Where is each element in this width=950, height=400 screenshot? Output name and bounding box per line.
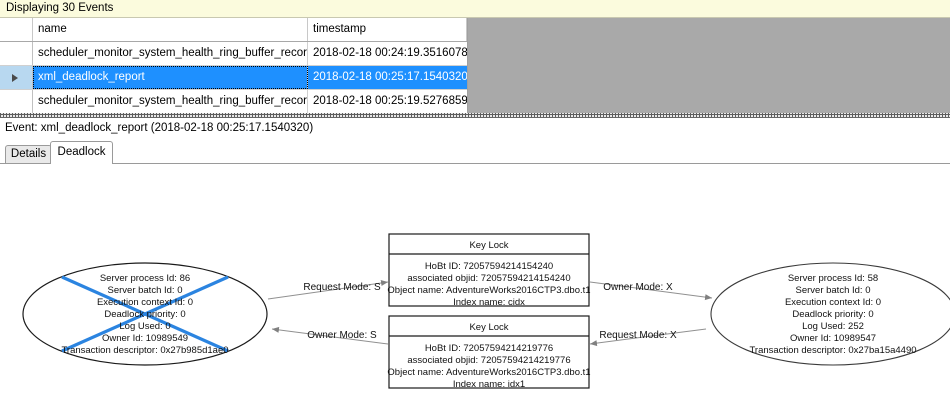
process-right-line-1: Server process Id: 58 xyxy=(788,273,878,284)
process-node-right[interactable]: Server process Id: 58 Server batch Id: 0… xyxy=(710,262,950,366)
top-key-lock-line-1: HoBt ID: 72057594214154240 xyxy=(425,261,553,272)
process-left-line-4: Deadlock priority: 0 xyxy=(104,309,185,320)
process-right-line-6: Owner Id: 10989547 xyxy=(790,333,876,344)
cell-name[interactable]: scheduler_monitor_system_health_ring_buf… xyxy=(33,42,308,65)
horizontal-splitter[interactable] xyxy=(0,113,950,118)
edge-label-owner-mode-x: Owner Mode: X xyxy=(603,282,673,293)
edge-label-owner-mode-s: Owner Mode: S xyxy=(307,330,377,341)
process-left-line-7: Transaction descriptor: 0x27b985d1ae0 xyxy=(61,345,228,356)
victim-cross-icon xyxy=(61,275,229,353)
table-row[interactable]: scheduler_monitor_system_health_ring_buf… xyxy=(0,90,467,114)
process-right-line-2: Server batch Id: 0 xyxy=(796,285,871,296)
row-selector[interactable] xyxy=(0,90,33,113)
bottom-key-lock-line-4: Index name: idx1 xyxy=(453,379,525,390)
process-right-line-7: Transaction descriptor: 0x27ba15a4490 xyxy=(749,345,916,356)
process-left-line-3: Execution context Id: 0 xyxy=(97,297,193,308)
events-grid[interactable]: name timestamp scheduler_monitor_system_… xyxy=(0,18,468,114)
cell-timestamp[interactable]: 2018-02-18 00:25:19.5276859 xyxy=(308,90,467,113)
grid-header-row: name timestamp xyxy=(0,18,467,42)
edge-right-owner-top xyxy=(589,281,713,301)
splitter-grip xyxy=(0,113,950,118)
process-left-line-1: Server process Id: 86 xyxy=(100,273,190,284)
edge-bottom-request-right xyxy=(589,328,707,347)
grid-header-rowselector xyxy=(0,18,33,41)
process-right-line-4: Deadlock priority: 0 xyxy=(792,309,873,320)
bottom-key-lock-line-2: associated objid: 72057594214219776 xyxy=(407,355,570,366)
resource-node-top-key-lock[interactable]: Key Lock HoBt ID: 72057594214154240 asso… xyxy=(387,233,591,308)
event-detail-header: Event: xml_deadlock_report (2018-02-18 0… xyxy=(0,119,950,139)
bottom-key-lock-line-3: Object name: AdventureWorks2016CTP3.dbo.… xyxy=(387,367,590,378)
edge-label-request-mode-x: Request Mode: X xyxy=(599,330,677,341)
process-right-line-5: Log Used: 252 xyxy=(802,321,864,332)
edge-left-request-top xyxy=(267,280,389,300)
deadlock-graph-canvas[interactable]: Request Mode: S Owner Mode: X Owner Mode… xyxy=(0,163,950,400)
column-header-name[interactable]: name xyxy=(33,18,308,41)
row-selector[interactable] xyxy=(0,42,33,65)
current-row-arrow-icon xyxy=(12,73,18,82)
tab-details[interactable]: Details xyxy=(5,145,52,164)
top-key-lock-line-3: Object name: AdventureWorks2016CTP3.dbo.… xyxy=(387,285,590,296)
top-key-lock-title: Key Lock xyxy=(469,240,508,251)
tab-deadlock[interactable]: Deadlock xyxy=(50,141,113,164)
process-left-line-6: Owner Id: 10989549 xyxy=(102,333,188,344)
row-selector-current[interactable] xyxy=(0,66,33,89)
cell-timestamp[interactable]: 2018-02-18 00:25:17.1540320 xyxy=(308,66,467,89)
cell-timestamp[interactable]: 2018-02-18 00:24:19.3516078 xyxy=(308,42,467,65)
events-grid-area: name timestamp scheduler_monitor_system_… xyxy=(0,18,950,117)
process-left-line-5: Log Used: 0 xyxy=(119,321,170,332)
cell-name[interactable]: scheduler_monitor_system_health_ring_buf… xyxy=(33,90,308,113)
resource-node-bottom-key-lock[interactable]: Key Lock HoBt ID: 72057594214219776 asso… xyxy=(387,315,591,390)
displaying-events-bar: Displaying 30 Events xyxy=(0,0,950,18)
bottom-key-lock-line-1: HoBt ID: 72057594214219776 xyxy=(425,343,553,354)
tabstrip: Details Deadlock xyxy=(0,140,950,164)
bottom-key-lock-title: Key Lock xyxy=(469,322,508,333)
edge-label-request-mode-s: Request Mode: S xyxy=(303,282,381,293)
table-row-selected[interactable]: xml_deadlock_report 2018-02-18 00:25:17.… xyxy=(0,66,467,90)
top-key-lock-line-4: Index name: cidx xyxy=(453,297,525,308)
top-key-lock-line-2: associated objid: 72057594214154240 xyxy=(407,273,570,284)
process-right-line-3: Execution context Id: 0 xyxy=(785,297,881,308)
process-node-left[interactable]: Server process Id: 86 Server batch Id: 0… xyxy=(22,262,268,366)
column-header-timestamp[interactable]: timestamp xyxy=(308,18,467,41)
edge-bottom-owner-left xyxy=(271,326,389,345)
cell-name[interactable]: xml_deadlock_report xyxy=(33,66,308,89)
table-row[interactable]: scheduler_monitor_system_health_ring_buf… xyxy=(0,42,467,66)
process-left-line-2: Server batch Id: 0 xyxy=(108,285,183,296)
